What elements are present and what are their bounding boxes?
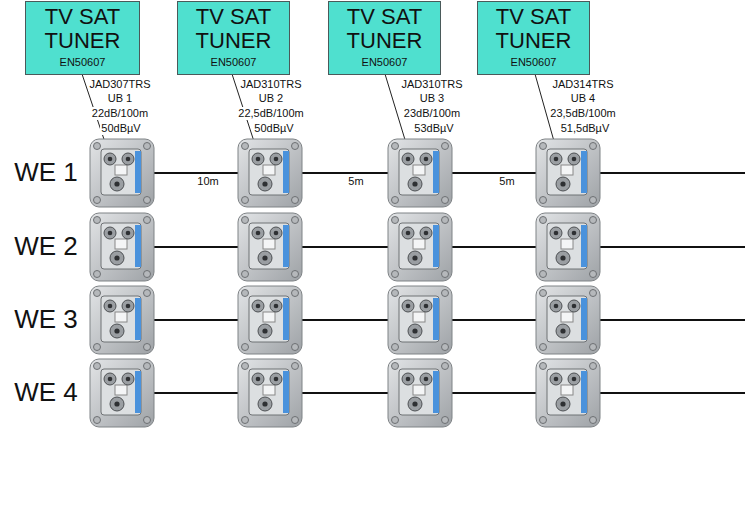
socket-spec: JAD310TRS — [239, 78, 302, 91]
unit-label: WE 2 — [13, 231, 79, 261]
wall-socket — [90, 213, 154, 281]
socket-spec: JAD307TRS — [88, 78, 151, 91]
unit-label: WE 4 — [13, 377, 79, 407]
wall-socket — [536, 213, 600, 281]
cable-length: 10m — [196, 175, 219, 188]
wall-socket — [90, 359, 154, 427]
wall-socket — [388, 359, 452, 427]
cable-length: 5m — [498, 175, 515, 188]
tuner-box: TV SAT TUNER EN50607 — [477, 1, 590, 75]
socket-spec: 50dBµV — [253, 122, 294, 135]
socket-spec: 50dBµV — [100, 122, 141, 135]
wall-socket — [388, 286, 452, 354]
tuner-box: TV SAT TUNER EN50607 — [25, 1, 140, 75]
wall-socket — [90, 139, 154, 207]
device-name: TV SAT TUNER — [331, 5, 438, 53]
tuner-box: TV SAT TUNER EN50607 — [177, 1, 290, 75]
socket-spec: 22dB/100m — [91, 107, 149, 120]
unit-label: WE 3 — [13, 304, 79, 334]
wall-socket — [238, 213, 302, 281]
wall-socket — [536, 139, 600, 207]
socket-spec: 23,5dB/100m — [549, 107, 616, 120]
wall-sockets — [90, 139, 600, 427]
wall-socket — [238, 359, 302, 427]
wall-socket — [90, 286, 154, 354]
socket-spec: UB 1 — [107, 92, 133, 105]
socket-spec: JAD314TRS — [551, 78, 614, 91]
standard-label: EN50607 — [331, 55, 438, 69]
wall-socket — [238, 139, 302, 207]
socket-spec: 23dB/100m — [403, 107, 461, 120]
wall-socket — [238, 286, 302, 354]
device-name: TV SAT TUNER — [180, 5, 287, 53]
unit-label: WE 1 — [13, 157, 79, 187]
socket-spec: JAD310TRS — [400, 78, 463, 91]
standard-label: EN50607 — [180, 55, 287, 69]
socket-spec: UB 2 — [258, 92, 284, 105]
cable-length: 5m — [347, 175, 364, 188]
socket-spec: UB 4 — [570, 92, 596, 105]
tuner-box: TV SAT TUNER EN50607 — [328, 1, 441, 75]
standard-label: EN50607 — [480, 55, 587, 69]
device-name: TV SAT TUNER — [480, 5, 587, 53]
wall-socket — [388, 213, 452, 281]
standard-label: EN50607 — [28, 55, 137, 69]
device-name: TV SAT TUNER — [28, 5, 137, 53]
wall-socket — [388, 139, 452, 207]
wall-socket — [536, 286, 600, 354]
socket-spec: 53dBµV — [413, 122, 454, 135]
socket-spec: UB 3 — [419, 92, 445, 105]
socket-spec: 22,5dB/100m — [237, 107, 304, 120]
wall-socket — [536, 359, 600, 427]
socket-spec: 51,5dBµV — [560, 122, 611, 135]
